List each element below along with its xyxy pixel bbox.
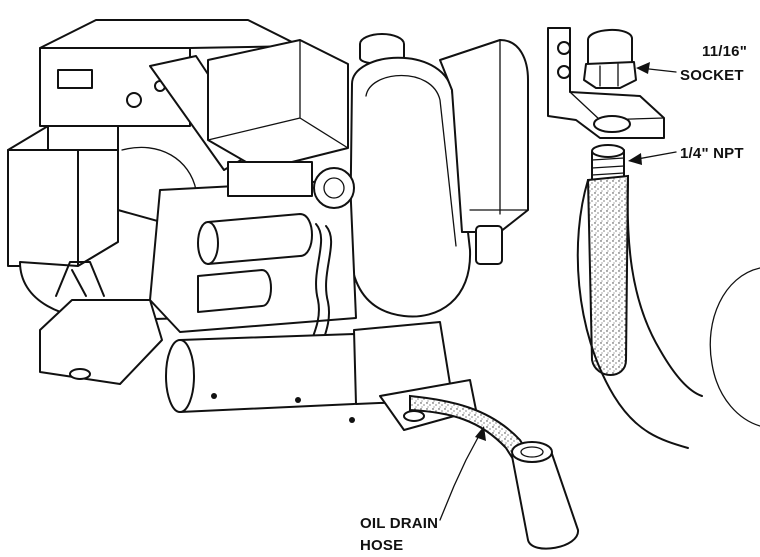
water-outlet bbox=[475, 225, 503, 265]
mount-foot bbox=[403, 410, 425, 422]
npt-label: 1/4" NPT bbox=[680, 145, 744, 162]
fuel-filter bbox=[313, 167, 355, 209]
valve-cover bbox=[207, 39, 349, 171]
detail-drain-hose bbox=[586, 174, 630, 376]
control-box bbox=[7, 125, 119, 267]
oil-drain-hose-assembly bbox=[409, 394, 580, 550]
alternator bbox=[197, 269, 272, 313]
mounting-bracket bbox=[547, 27, 665, 139]
oil-drain-label: OIL DRAIN bbox=[360, 515, 438, 532]
socket-size-label: 11/16" bbox=[702, 43, 747, 60]
fitting-detail bbox=[547, 27, 760, 449]
panel-knob bbox=[126, 92, 142, 108]
mount-foot bbox=[69, 368, 91, 380]
solenoid-box bbox=[227, 161, 313, 197]
generator-engine-assembly bbox=[7, 19, 529, 431]
belt-guard bbox=[349, 56, 472, 318]
hose-label: HOSE bbox=[360, 537, 403, 554]
lower-muffler bbox=[179, 333, 369, 413]
base-frame-left bbox=[39, 299, 163, 385]
fuse-holder bbox=[57, 69, 93, 89]
partial-reservoir bbox=[709, 267, 760, 427]
starter-motor bbox=[207, 213, 313, 265]
callout-leaders bbox=[439, 62, 677, 521]
socket-label: SOCKET bbox=[680, 67, 744, 84]
bottle-neck bbox=[511, 441, 553, 463]
bracket-hole bbox=[593, 115, 631, 133]
